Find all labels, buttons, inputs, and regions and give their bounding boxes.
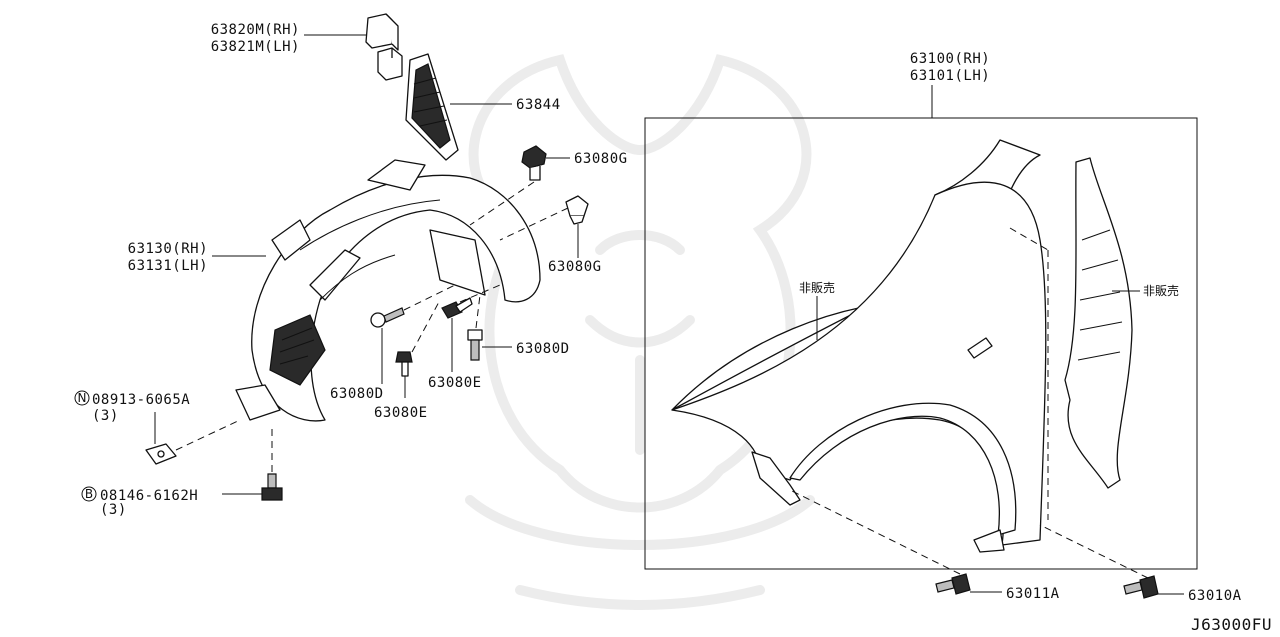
bolt-part[interactable]	[261, 473, 283, 501]
grille-part[interactable]	[405, 53, 459, 161]
screw-e-mid-dash	[459, 284, 501, 303]
nut-quantity: (3)	[92, 408, 119, 424]
screw-d-right-label: 63080D	[516, 341, 570, 357]
nut-marker: N	[78, 391, 87, 405]
bracket-lh-label: 63821M(LH)	[211, 39, 300, 55]
fender-bolt-a-part[interactable]	[935, 573, 971, 595]
screw-e-bottom-dash	[411, 299, 441, 353]
clip-right-part[interactable]	[565, 195, 589, 225]
not-for-sale-note-right: 非販売	[1143, 283, 1179, 298]
fender-part[interactable]	[671, 139, 1047, 553]
fender-rh-label: 63100(RH)	[910, 51, 990, 67]
protector-lh-label: 63131(LH)	[128, 258, 208, 274]
bracket-rh-label: 63820M(RH)	[211, 22, 300, 38]
screw-e-bottom-part[interactable]	[395, 351, 413, 377]
not-for-sale-note-left: 非販売	[799, 280, 835, 295]
clip-right-dash	[499, 207, 569, 241]
screw-e-mid-label: 63080E	[428, 375, 482, 391]
fender-bolt-a-label: 63011A	[1006, 586, 1060, 602]
watermark-emblem	[465, 54, 815, 610]
fender-lh-label: 63101(LH)	[910, 68, 990, 84]
clip-top-label: 63080G	[574, 151, 628, 167]
fender-bolt-a-dash	[789, 489, 961, 575]
fender-dash-top	[1009, 227, 1049, 251]
bolt-marker-circle	[81, 486, 97, 502]
screw-d-right-dash	[475, 294, 481, 329]
fender-bolt-b-part[interactable]	[1123, 575, 1159, 599]
screw-e-mid-part[interactable]	[441, 297, 473, 319]
bolt-part-number: 08146-6162H	[100, 488, 198, 504]
clip-right-label: 63080G	[548, 259, 602, 275]
screw-d-right-part[interactable]	[467, 329, 483, 361]
protector-rh-label: 63130(RH)	[128, 241, 208, 257]
grille-label: 63844	[516, 97, 561, 113]
fender-bolt-b-label: 63010A	[1188, 588, 1242, 604]
clip-top-part[interactable]	[521, 145, 547, 181]
screw-e-bottom-label: 63080E	[374, 405, 428, 421]
clip-top-dash	[469, 181, 535, 226]
diagram-code: J63000FU	[1191, 615, 1272, 634]
nut-marker-circle	[74, 390, 90, 406]
screw-d-bottom-label: 63080D	[330, 386, 384, 402]
bolt-marker: B	[85, 487, 93, 501]
fender-bolt-b-dash	[1039, 524, 1149, 579]
nut-part[interactable]	[145, 443, 177, 465]
screw-d-bottom-dash	[403, 284, 456, 311]
screw-d-bottom-part[interactable]	[370, 307, 405, 328]
fender-side-seal-part[interactable]	[1064, 157, 1133, 489]
nut-dash	[175, 419, 241, 451]
fender-protector-part[interactable]	[235, 159, 541, 422]
bracket-part[interactable]	[365, 13, 403, 81]
bolt-quantity: (3)	[100, 502, 127, 518]
fender-assembly-box	[644, 117, 1198, 570]
nut-part-number: 08913-6065A	[92, 392, 190, 408]
